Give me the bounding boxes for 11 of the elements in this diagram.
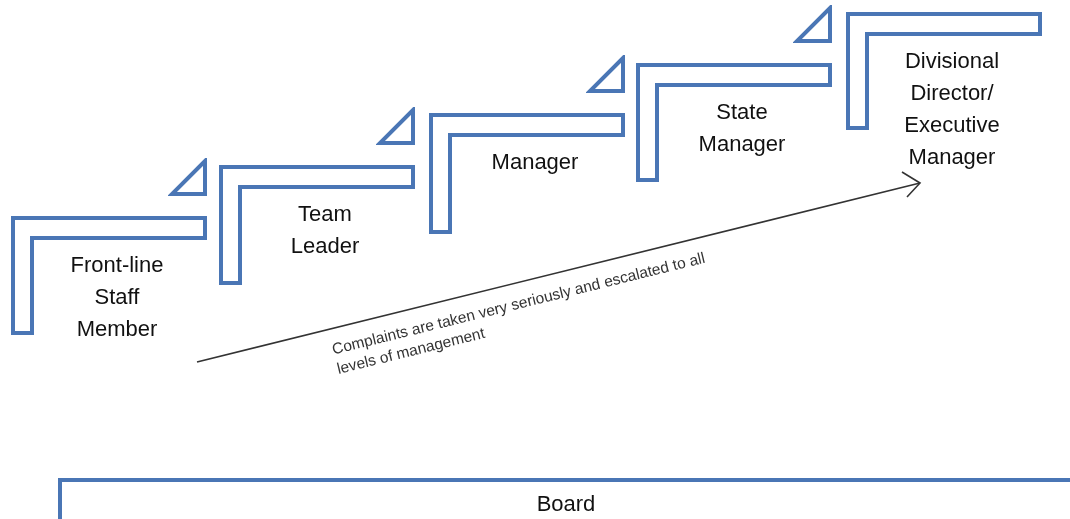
step-shape <box>430 115 625 236</box>
step-label: State Manager <box>697 98 787 158</box>
step-shape <box>637 65 832 184</box>
step-shape <box>220 167 415 287</box>
board-bar <box>58 478 1070 519</box>
step-shape <box>12 218 207 337</box>
board-label: Board <box>535 490 597 518</box>
step-label: Divisional Director/ Executive Manager <box>903 47 1001 171</box>
step-label: Manager <box>490 148 580 176</box>
step-label: Front-line Staff Member <box>69 251 165 343</box>
step-label: Team Leader <box>289 200 361 260</box>
